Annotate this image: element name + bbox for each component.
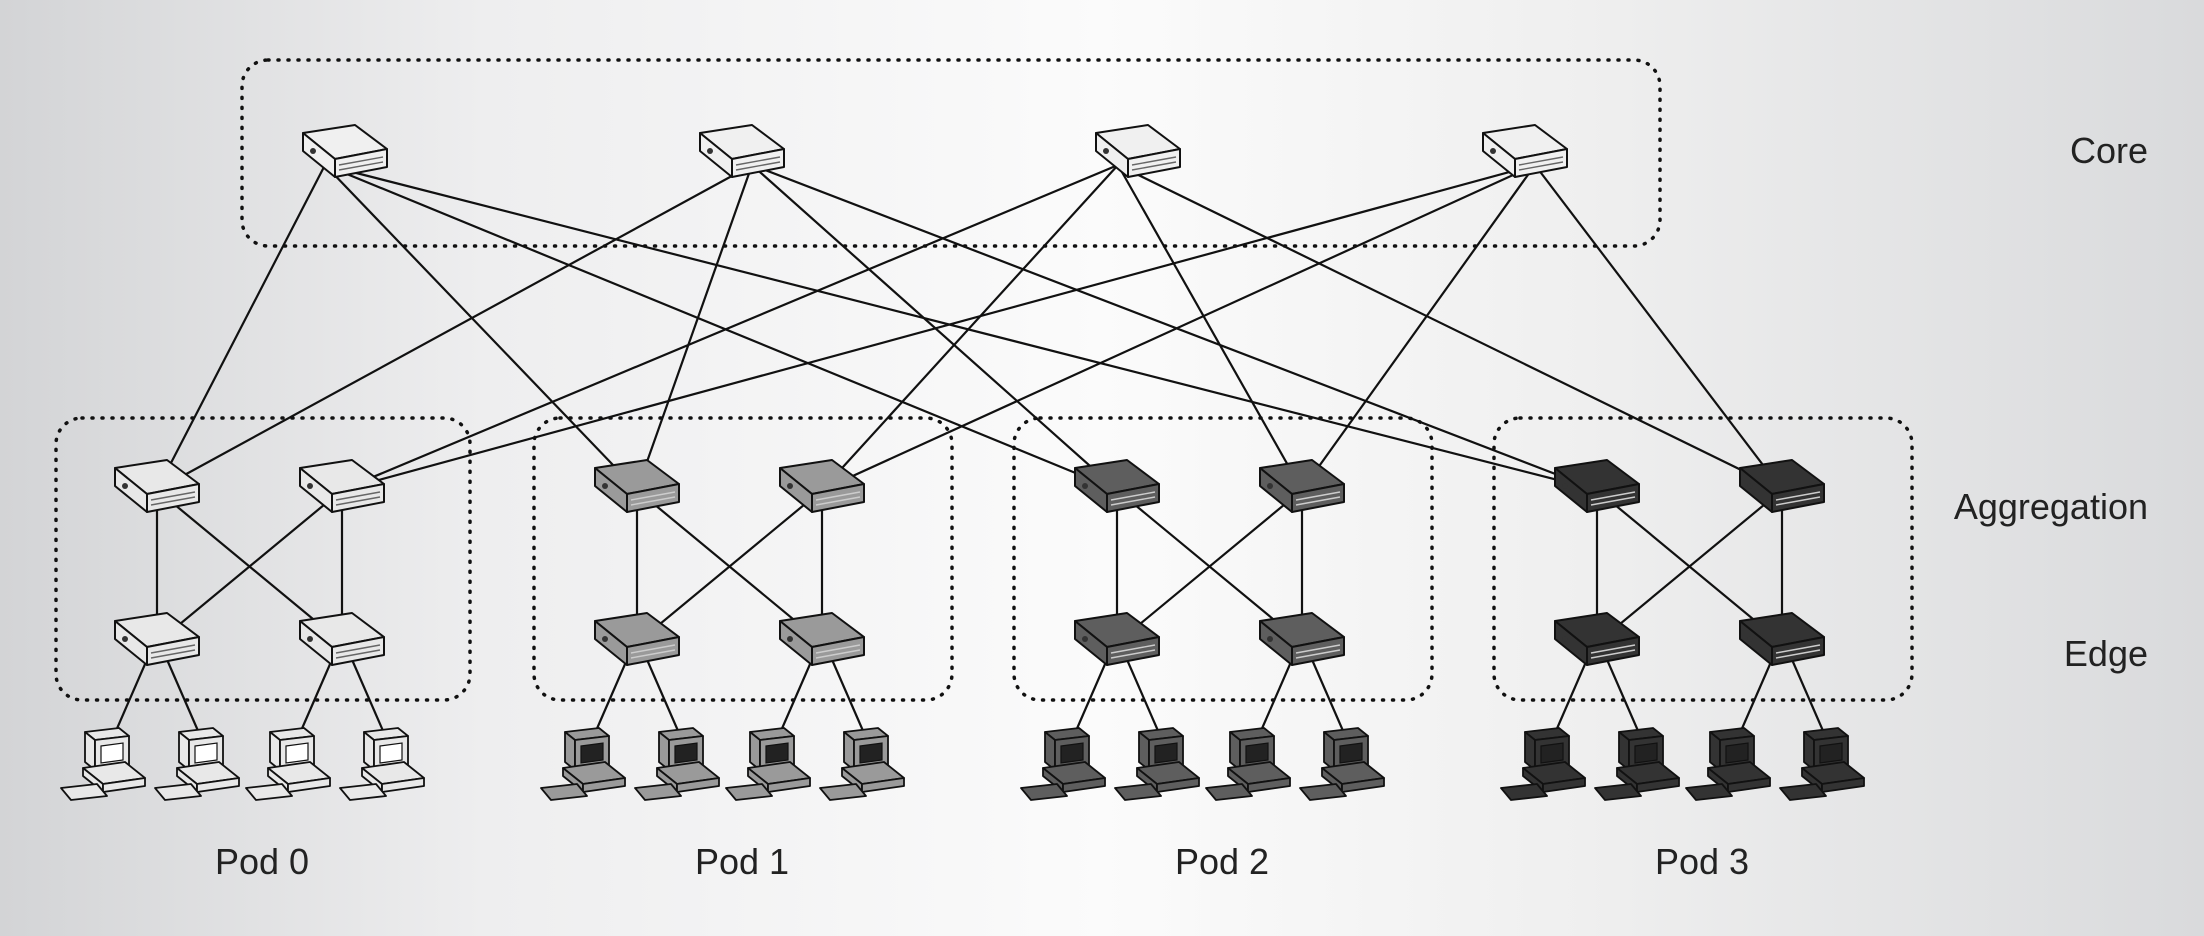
pod-3-group <box>1492 416 1914 702</box>
core-3-to-pod-2-link <box>1301 164 1536 491</box>
core-2-to-pod-1-link <box>821 164 1119 491</box>
tier-label-aggregation: Aggregation <box>1954 486 2148 527</box>
pod-1-host-3 <box>819 727 905 801</box>
tier-label-edge: Edge <box>2064 633 2148 674</box>
pod-3-aggregation-switch-1 <box>1739 459 1825 513</box>
pod-2-aggregation-switch-1 <box>1259 459 1345 513</box>
pod-label-2: Pod 2 <box>1175 841 1269 882</box>
pod-3-edge-switch-1 <box>1739 612 1825 666</box>
core-0-to-pod-0-link <box>156 164 326 491</box>
pod-2-aggregation-switch-0 <box>1074 459 1160 513</box>
pod-2-host-3 <box>1299 727 1385 801</box>
pod-1-edge-switch-1 <box>779 612 865 666</box>
core-switch-1 <box>699 124 785 178</box>
core-3-to-pod-3-link <box>1534 164 1783 491</box>
links <box>110 163 1829 741</box>
pod-0-edge-switch-1 <box>299 612 385 666</box>
core-2-to-pod-2-link <box>1117 164 1303 491</box>
core-2-to-pod-3-link <box>1117 164 1783 491</box>
pod-0-edge-1-host-link-a <box>295 654 336 741</box>
pod-1-host-2 <box>725 727 811 801</box>
pod-1-host-0 <box>540 727 626 801</box>
pod-3-aggregation-switch-0 <box>1554 459 1640 513</box>
pod-1-host-1 <box>634 727 720 801</box>
pod-3-edge-switch-0 <box>1554 612 1640 666</box>
pod-0-host-3 <box>339 727 425 801</box>
pod-2-edge-switch-0 <box>1074 612 1160 666</box>
pod-2-cross-link-b <box>1116 489 1303 644</box>
core-0-to-pod-3-link <box>324 163 1598 492</box>
pod-0-edge-0-host-link-b <box>163 654 204 741</box>
pod-label-1: Pod 1 <box>695 841 789 882</box>
pod-1-cross-link-b <box>636 489 823 644</box>
pod-2-edge-switch-1 <box>1259 612 1345 666</box>
pod-1-edge-1-host-link-a <box>775 654 816 741</box>
core-switch-3 <box>1482 124 1568 178</box>
pod-1-group <box>532 416 954 702</box>
core-3-to-pod-1-link <box>821 163 1536 492</box>
pod-0-host-1 <box>154 727 240 801</box>
pod-3-edge-0-host-link-a <box>1550 654 1591 741</box>
pod-0-edge-0-host-link-a <box>110 654 151 741</box>
pod-3-host-0 <box>1500 727 1586 801</box>
group-borders <box>54 58 1914 702</box>
pod-2-edge-1-host-link-b <box>1308 654 1349 741</box>
core-switch-2 <box>1095 124 1181 178</box>
core-3-to-pod-0-link <box>341 163 1536 492</box>
pod-2-group <box>1012 416 1434 702</box>
core-2-to-pod-0-link <box>341 163 1119 492</box>
core-0-to-pod-2-link <box>324 163 1118 492</box>
core-0-to-pod-1-link <box>324 164 638 491</box>
pod-2-host-1 <box>1114 727 1200 801</box>
core-1-to-pod-3-link <box>751 163 1598 492</box>
pod-3-host-2 <box>1685 727 1771 801</box>
pod-3-host-3 <box>1779 727 1865 801</box>
pod-0-host-0 <box>60 727 146 801</box>
pod-0-edge-1-host-link-b <box>348 654 389 741</box>
pod-1-edge-0-host-link-a <box>590 654 631 741</box>
pod-2-edge-0-host-link-a <box>1070 654 1111 741</box>
core-switch-0 <box>302 124 388 178</box>
pod-0-group <box>54 416 472 702</box>
pod-2-host-0 <box>1020 727 1106 801</box>
pod-1-aggregation-switch-1 <box>779 459 865 513</box>
pod-0-host-2 <box>245 727 331 801</box>
pod-1-edge-switch-0 <box>594 612 680 666</box>
pod-2-host-2 <box>1205 727 1291 801</box>
pod-0-aggregation-switch-0 <box>114 459 200 513</box>
pod-2-edge-1-host-link-a <box>1255 654 1296 741</box>
pod-1-edge-1-host-link-b <box>828 654 869 741</box>
pod-0-aggregation-switch-1 <box>299 459 385 513</box>
pod-3-edge-1-host-link-b <box>1788 654 1829 741</box>
pod-1-edge-0-host-link-b <box>643 654 684 741</box>
pod-label-3: Pod 3 <box>1655 841 1749 882</box>
pod-3-host-1 <box>1594 727 1680 801</box>
core-1-to-pod-1-link <box>635 164 754 491</box>
pod-1-aggregation-switch-0 <box>594 459 680 513</box>
pod-3-edge-0-host-link-b <box>1603 654 1644 741</box>
pod-3-edge-1-host-link-a <box>1735 654 1776 741</box>
tier-label-core: Core <box>2070 130 2148 171</box>
pod-2-edge-0-host-link-b <box>1123 654 1164 741</box>
pod-label-0: Pod 0 <box>215 841 309 882</box>
nodes <box>60 124 1865 801</box>
pod-0-cross-link-b <box>156 489 343 644</box>
pod-0-edge-switch-0 <box>114 612 200 666</box>
core-1-to-pod-0-link <box>156 164 753 491</box>
pod-3-cross-link-b <box>1596 489 1783 644</box>
